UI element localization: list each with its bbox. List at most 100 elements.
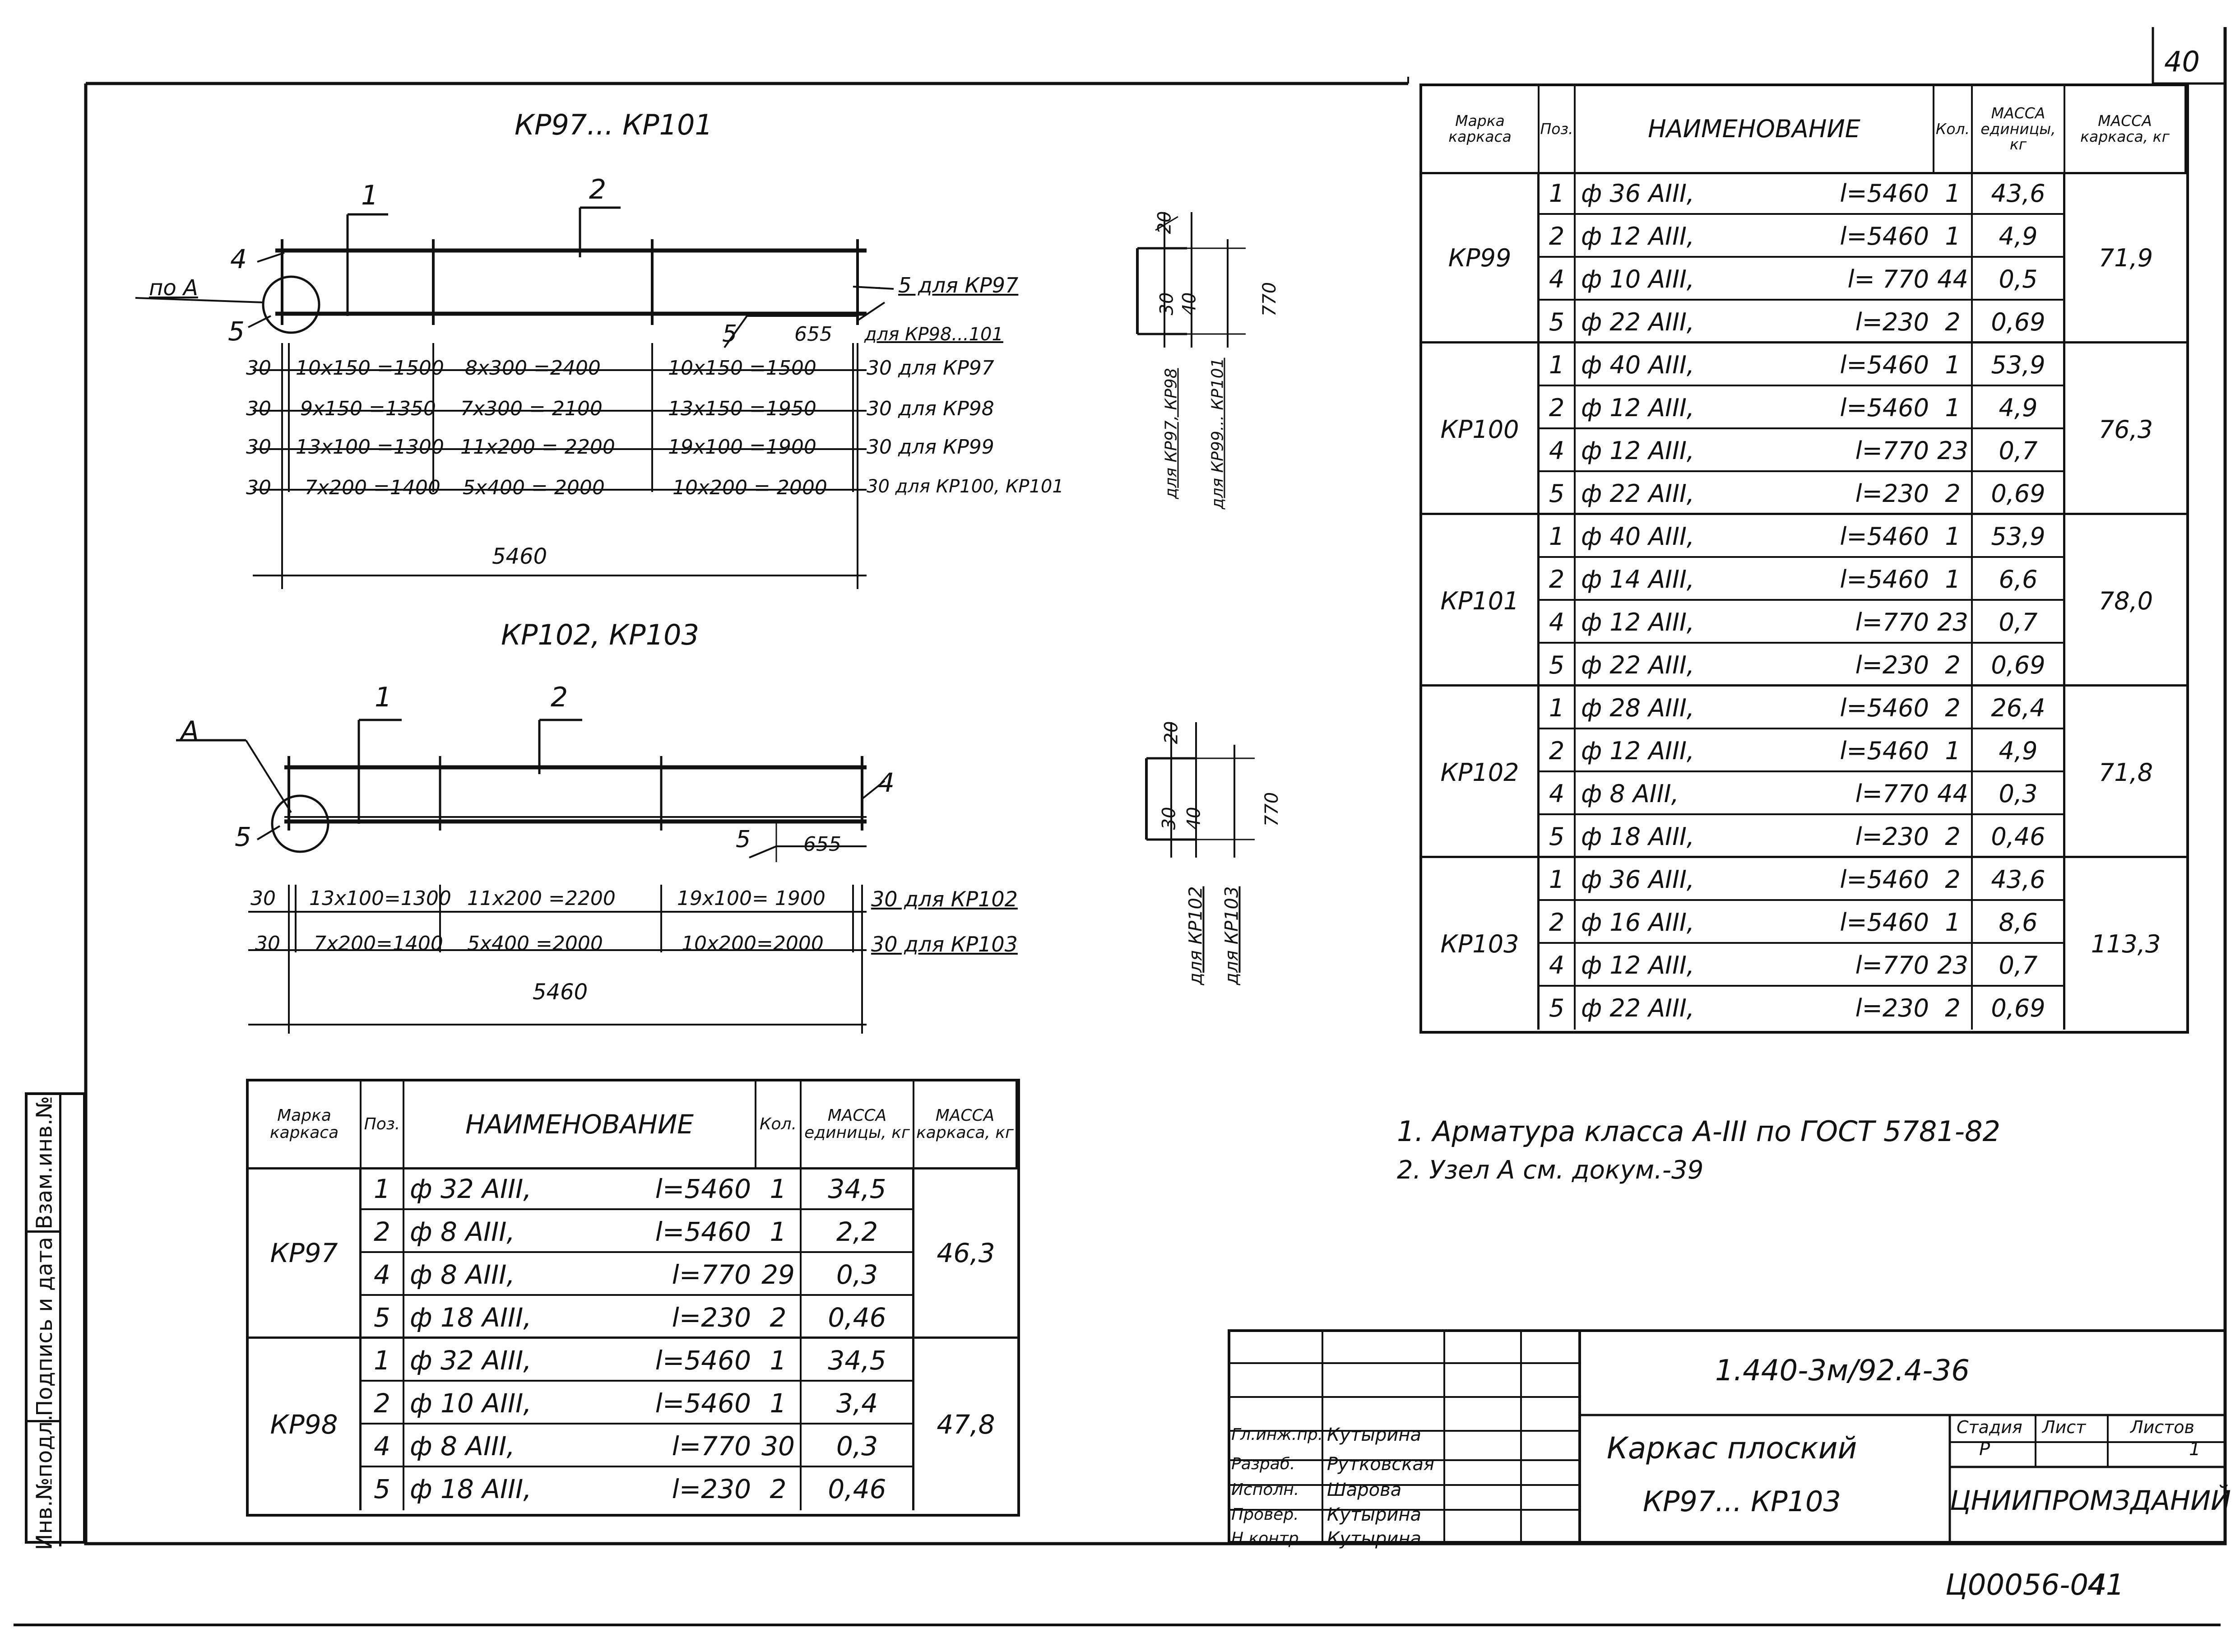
section1-dim-20: 20 (1154, 211, 1175, 234)
table-cell-len: l=5460 (1840, 694, 1929, 722)
drawing2-total-length: 5460 (533, 979, 588, 1005)
table-cell-mass: 6,6 (1973, 558, 2065, 601)
table-cell-pos: 2 (1540, 901, 1576, 944)
table-cell-qty: 30 (756, 1425, 802, 1467)
table-cell-qty: 23 (1934, 429, 1973, 472)
table-cell-frame-mass: 71,9 (2098, 243, 2153, 272)
table-cell-mass: 0,7 (1973, 601, 2065, 644)
drawing1-row-3-span3: 19х100 =1900 (668, 436, 816, 459)
table-cell-pos: 4 (1540, 258, 1576, 301)
drawing2-row-2-tail: 30 для КР103 (871, 932, 1018, 956)
table-cell-pos: 5 (362, 1296, 404, 1339)
table-cell-mass: 4,9 (1973, 729, 2065, 772)
table-cell-name: ф 40 АIII, (1581, 351, 1695, 379)
table-cell-qty: 2 (1934, 301, 1973, 343)
drawing1-row-1-span2: 8х300 =2400 (465, 357, 601, 380)
table-cell-name: ф 32 АIII, (410, 1173, 532, 1204)
drawing1-row-4-span2: 5х400 = 2000 (463, 476, 605, 499)
drawing1-title: КР97... КР101 (515, 108, 713, 141)
table-cell-len: l=230 (1855, 822, 1929, 851)
signer-name: Кутырина (1327, 1528, 1422, 1549)
table-cell-name: ф 22 АIII, (1581, 479, 1695, 508)
table-cell-mass: 0,46 (1973, 815, 2065, 858)
section2-dim-30: 30 (1159, 807, 1180, 830)
table-cell-qty: 44 (1934, 772, 1973, 815)
table-cell-mark: КР97 (249, 1167, 362, 1339)
drawing1-row-1-span1: 10х150 =1500 (296, 357, 444, 380)
table-cell-qty: 1 (1934, 515, 1973, 558)
table-cell-qty: 1 (756, 1382, 802, 1425)
title-block (1228, 1329, 2225, 1544)
drawing1-row-2-lead: 30 (246, 397, 271, 420)
table-header-name: НАИМЕНОВАНИЕ (404, 1081, 756, 1167)
table-cell-qty: 2 (1934, 687, 1973, 729)
table-cell-name: ф 22 АIII, (1581, 308, 1695, 336)
table-header-qty: Кол. (756, 1081, 802, 1167)
table-cell-name: ф 18 АIII, (1581, 822, 1695, 851)
drawing2-row-1-tail: 30 для КР102 (871, 887, 1018, 911)
table-cell-pos: 4 (1540, 601, 1576, 644)
table-cell-pos: 1 (362, 1339, 404, 1382)
table-cell-qty: 1 (1934, 215, 1973, 258)
signer-role: Разраб. (1231, 1455, 1295, 1473)
table-header-qty: Кол. (1934, 86, 1973, 172)
table-cell-name: ф 8 АIII, (410, 1259, 515, 1290)
drawing2-title: КР102, КР103 (501, 618, 699, 651)
table-cell-pos: 2 (1540, 215, 1576, 258)
table-cell-name: ф 40 АIII, (1581, 522, 1695, 551)
table-cell-pos: 4 (362, 1425, 404, 1467)
drawing1-row-2-span1: 9х150 =1350 (300, 397, 436, 420)
table-cell-mass: 0,7 (1973, 944, 2065, 987)
table-cell-pos: 5 (1540, 815, 1576, 858)
table-cell-qty: 1 (756, 1339, 802, 1382)
drawing2-row-2-span2: 5х400 =2000 (467, 932, 603, 955)
drawing1-pos-5: 5 (228, 316, 245, 347)
table-cell-qty: 1 (756, 1210, 802, 1253)
table-cell-frame-mass: 47,8 (937, 1409, 995, 1440)
table-cell-len: l=5460 (655, 1345, 751, 1376)
drawing2-row-1-lead: 30 (250, 887, 276, 910)
side-stamp-cell-inv: Инв.№подл. (28, 1414, 61, 1550)
section2-drawing (1145, 722, 1255, 858)
drawing2-leader-5: 5 (736, 826, 751, 853)
table-cell-frame-mass: 71,8 (2098, 758, 2153, 787)
signer-role: Н.контр. (1231, 1529, 1304, 1548)
table-cell-len: l=5460 (1840, 522, 1929, 551)
drawing1-leader-4: 4 (230, 244, 247, 274)
table-cell-mass: 2,2 (802, 1210, 914, 1253)
table-cell-qty: 23 (1934, 601, 1973, 644)
document-code: Ц00056-04 (1945, 1568, 2107, 1602)
table-cell-name: ф 18 АIII, (410, 1302, 532, 1333)
table-cell-mark: КР99 (1422, 172, 1540, 343)
drawing1-leader-1: 1 (361, 180, 379, 211)
table-cell-pos: 2 (1540, 558, 1576, 601)
side-stamp: Инв.№подл. Подпись и дата Взам.инв.№ (25, 1092, 86, 1550)
drawing2-row-2-lead: 30 (255, 932, 280, 955)
table-cell-qty: 1 (1934, 343, 1973, 386)
table-cell-mass: 26,4 (1973, 687, 2065, 729)
table-cell-pos: 5 (1540, 472, 1576, 515)
table-header-pos: Поз. (1540, 86, 1576, 172)
section2-dim-40: 40 (1183, 807, 1205, 830)
table-cell-len: l=5460 (1840, 737, 1929, 765)
table-cell-pos: 5 (1540, 644, 1576, 687)
table-cell-name: ф 10 АIII, (1581, 265, 1695, 293)
title-block-grid (1228, 1329, 2225, 1544)
title-block-name-line1: Каркас плоский (1607, 1431, 1857, 1466)
table-header-pos: Поз. (362, 1081, 404, 1167)
table-cell-pos: 1 (1540, 172, 1576, 215)
table-cell-mass: 3,4 (802, 1382, 914, 1425)
drawing2-dim-655: 655 (803, 833, 841, 856)
signer-name: Шарова (1327, 1480, 1402, 1500)
title-block-sheets: 1 (2189, 1439, 2201, 1460)
table-cell-mark: КР98 (249, 1339, 362, 1510)
table-header-mark: Марка каркаса (1422, 86, 1540, 172)
